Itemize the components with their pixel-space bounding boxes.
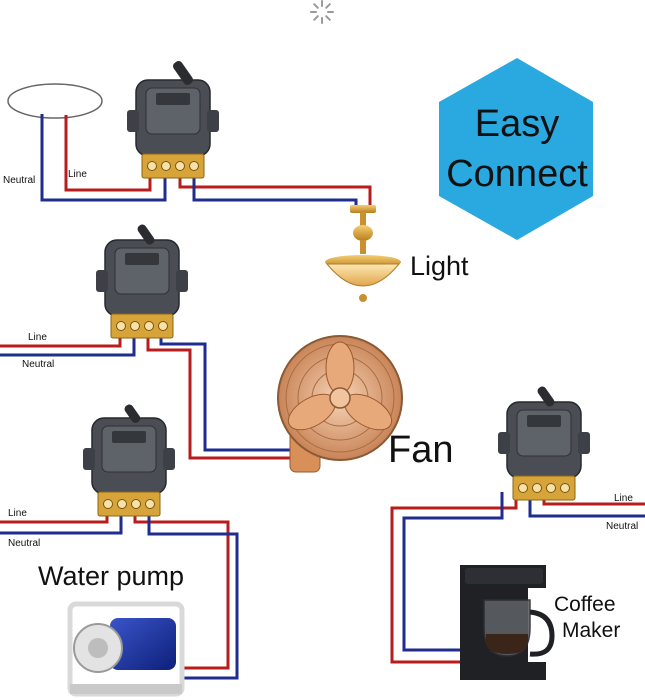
badge-hexagon — [439, 58, 593, 240]
neutral-wire — [40, 114, 167, 202]
badge-line1: Easy — [475, 103, 559, 145]
remote-switch-icon — [497, 386, 591, 501]
fan-label: Fan — [388, 429, 453, 471]
line-label: Line — [68, 169, 87, 180]
neutral-label: Neutral — [3, 175, 35, 186]
line-label: Line — [8, 508, 27, 519]
neutral-wire-out — [147, 508, 239, 680]
line-wire-out — [133, 508, 230, 670]
neutral-wire-out — [159, 330, 292, 452]
water-pump-label: Water pump — [38, 561, 184, 591]
pump-circuit: Line Neutral — [0, 404, 239, 680]
line-wire-out — [146, 330, 292, 460]
coffee-circuit: Line Neutral — [390, 386, 645, 664]
easy-connect-badge: Easy Connect — [439, 58, 593, 240]
remote-switch-icon — [126, 61, 220, 179]
line-wire-out — [390, 492, 518, 664]
line-wire — [0, 330, 122, 348]
power-source-ellipse — [7, 83, 103, 119]
remote-switch-icon — [82, 404, 176, 517]
light-label: Light — [410, 251, 469, 281]
badge-line2: Connect — [446, 153, 588, 195]
line-label: Line — [614, 493, 633, 504]
line-wire — [64, 115, 152, 192]
line-wire-out — [178, 176, 372, 207]
light-circuit: Neutral Line — [3, 61, 372, 207]
coffee-maker-icon — [460, 565, 555, 680]
water-pump-icon — [67, 601, 185, 697]
loading-spinner-icon — [310, 0, 334, 24]
line-label: Line — [28, 332, 47, 343]
neutral-label: Neutral — [22, 359, 54, 370]
fan-circuit: Line Neutral — [0, 224, 292, 460]
neutral-label: Neutral — [8, 538, 40, 549]
neutral-wire-out — [402, 492, 504, 652]
wall-fan-icon — [277, 335, 403, 473]
coffee-maker-label-line2: Maker — [562, 619, 620, 642]
neutral-label: Neutral — [606, 521, 638, 532]
neutral-wire-out — [192, 176, 358, 207]
ceiling-light-icon — [325, 205, 401, 302]
coffee-maker-label-line1: Coffee — [554, 593, 616, 616]
remote-switch-icon — [95, 224, 189, 339]
